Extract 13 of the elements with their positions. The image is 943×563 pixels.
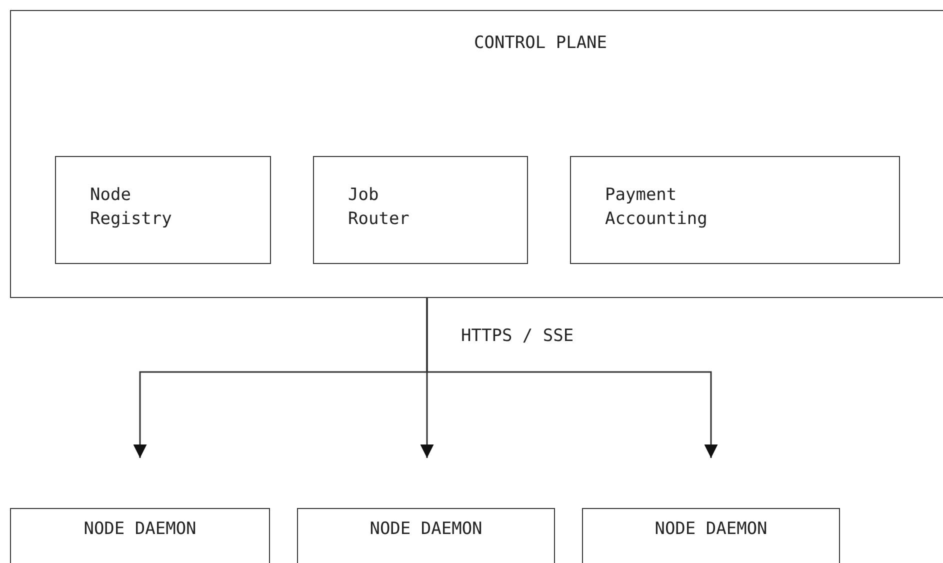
- process-box: [570, 156, 900, 264]
- edge-label: HTTPS / SSE: [459, 326, 576, 346]
- container-title: CONTROL PLANE: [472, 33, 608, 53]
- box-label: Payment Accounting: [605, 184, 708, 231]
- box-label: Node Registry: [90, 184, 173, 231]
- box-label: NODE DAEMON: [82, 519, 198, 539]
- arrow: [426, 298, 718, 458]
- process-box: [313, 156, 528, 264]
- box-label: NODE DAEMON: [368, 519, 484, 539]
- box-label: Job Router: [348, 184, 410, 231]
- process-box: [55, 156, 271, 264]
- container-box: [10, 10, 943, 298]
- box-label: NODE DAEMON: [654, 519, 768, 539]
